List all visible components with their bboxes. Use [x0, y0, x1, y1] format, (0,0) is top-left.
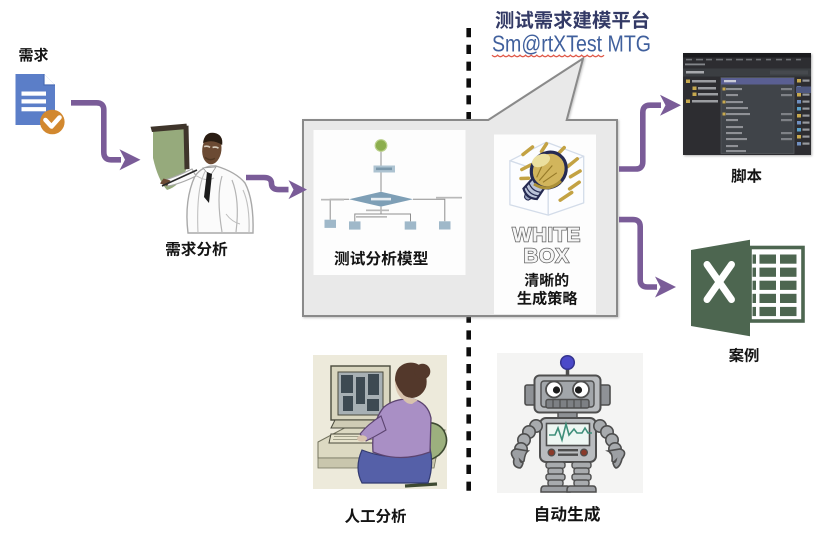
svg-text:Sm@rtXTest MTG: Sm@rtXTest MTG [492, 31, 651, 57]
svg-text:WHITE: WHITE [512, 224, 581, 247]
svg-text:BOX: BOX [524, 245, 570, 268]
